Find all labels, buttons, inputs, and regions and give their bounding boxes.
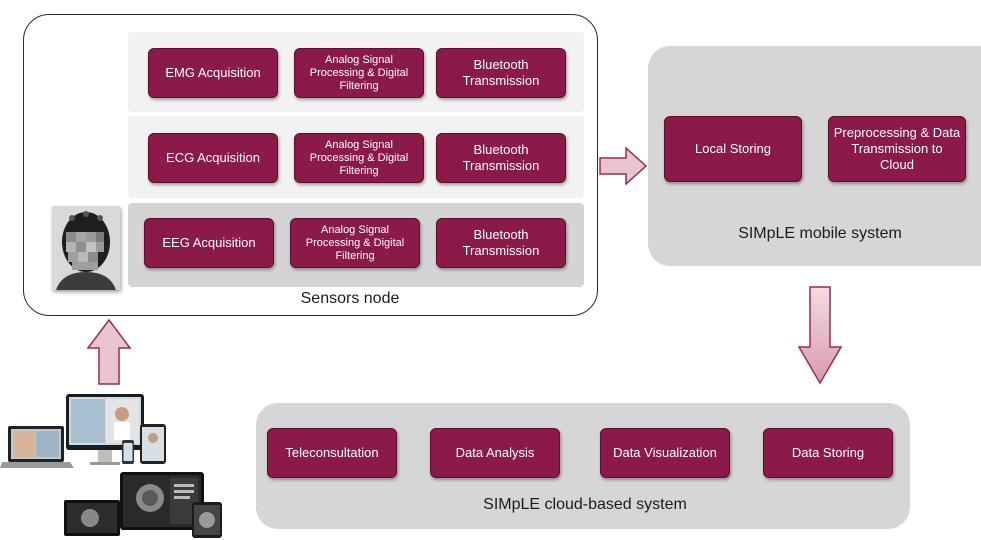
- mobile-system-caption: SIMpLE mobile system: [738, 225, 902, 242]
- data-visualization-box: Data Visualization: [600, 428, 730, 478]
- teleconsultation-box: Teleconsultation: [267, 428, 397, 478]
- cloud-system-caption: SIMpLE cloud-based system: [483, 496, 687, 513]
- arrow-right-icon: [599, 146, 648, 186]
- ecg-acquisition-box: ECG Acquisition: [148, 133, 278, 183]
- sensors-node-caption: Sensors node: [300, 290, 400, 307]
- ecg-processing-box: Analog Signal Processing & Digital Filte…: [294, 133, 424, 183]
- emg-processing-box: Analog Signal Processing & Digital Filte…: [294, 48, 424, 98]
- preprocessing-transmission-box: Preprocessing & Data Transmission to Clo…: [828, 116, 966, 182]
- data-analysis-box: Data Analysis: [430, 428, 560, 478]
- arrow-down-icon: [797, 286, 843, 385]
- patient-photo: [52, 206, 120, 290]
- emg-acquisition-box: EMG Acquisition: [148, 48, 278, 98]
- eeg-acquisition-box: EEG Acquisition: [144, 218, 274, 268]
- eeg-transmission-box: Bluetooth Transmission: [436, 218, 566, 268]
- eeg-processing-box: Analog Signal Processing & Digital Filte…: [290, 218, 420, 268]
- telemedicine-devices-illustration: [0, 390, 230, 540]
- arrow-up-icon: [86, 318, 132, 385]
- data-storing-box: Data Storing: [763, 428, 893, 478]
- emg-transmission-box: Bluetooth Transmission: [436, 48, 566, 98]
- local-storing-box: Local Storing: [664, 116, 802, 182]
- ecg-transmission-box: Bluetooth Transmission: [436, 133, 566, 183]
